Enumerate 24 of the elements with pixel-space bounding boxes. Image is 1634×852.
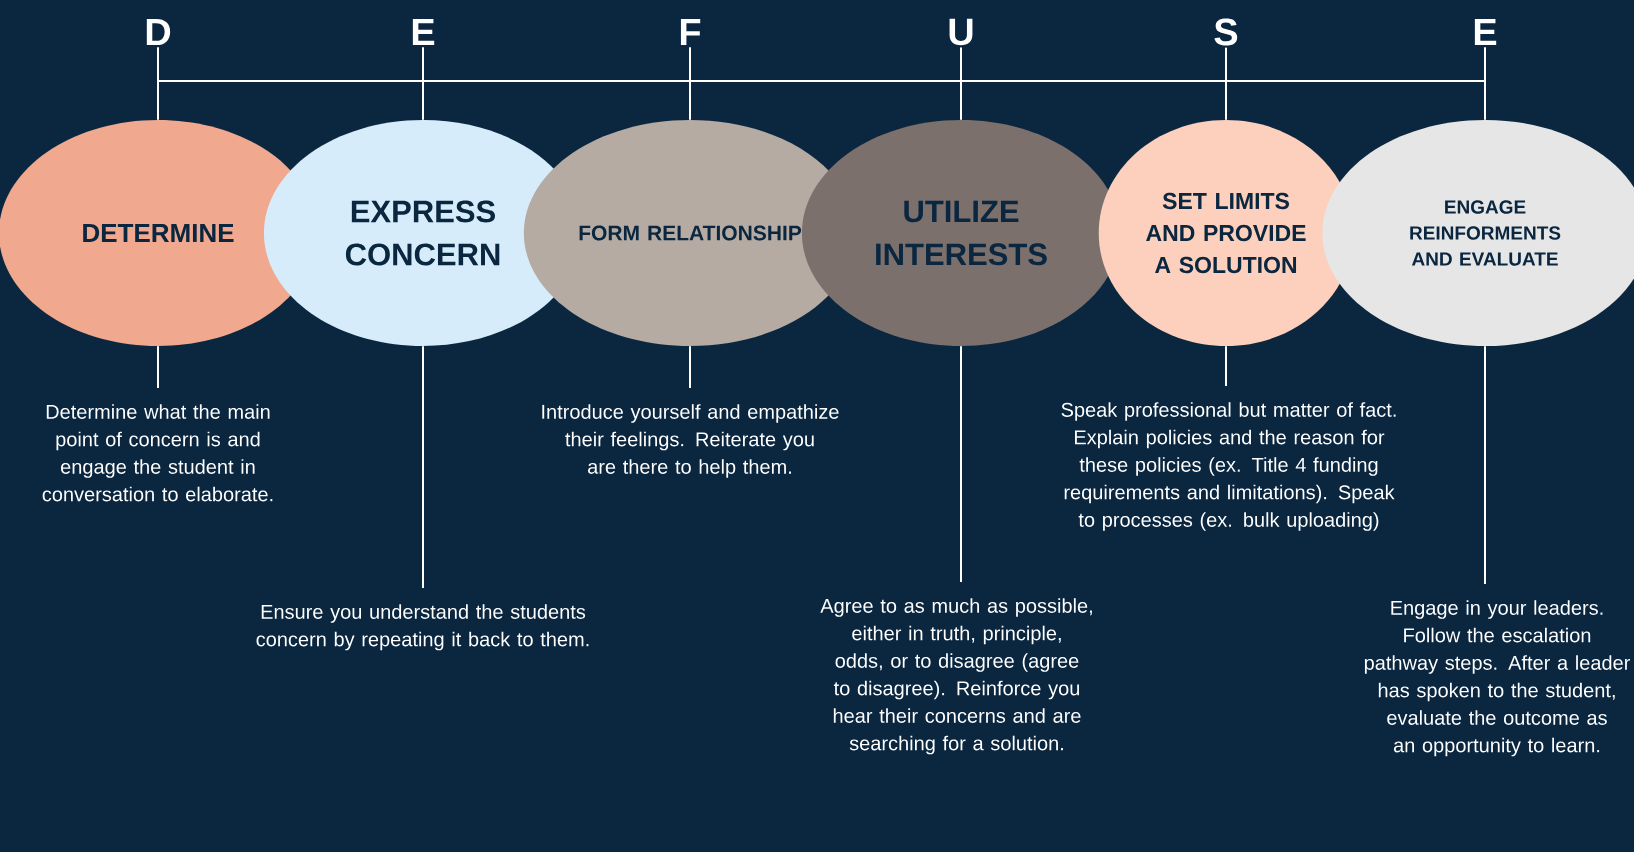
connector-line	[422, 345, 424, 589]
description-text: Speak professional but matter of fact. Explain policies and the reason for these policies (ex. Title 4 funding requirements and limitations). Speak to processes (ex. bulk uploading)	[1061, 402, 1396, 531]
description-text: Agree to as much as possible, either in truth, principle, odds, or to disagree (agree to disagree). Reinforce you hear their concerns and are searching for a solution.	[820, 598, 1092, 755]
connector-line	[1484, 345, 1486, 585]
description-text: Ensure you understand the students concern by repeating it back to them.	[256, 604, 589, 651]
connector-line	[1225, 345, 1227, 387]
connector-line	[157, 345, 159, 389]
letter: S	[1214, 18, 1238, 46]
connector-line	[1225, 46, 1227, 121]
letter: E	[1474, 18, 1497, 46]
description-text: Engage in your leaders. Follow the escalation pathway steps. After a leader has spoken to the student, evaluate the outcome as an opportunity to learn.	[1364, 600, 1631, 757]
connector-line	[960, 345, 962, 583]
description-text: Introduce yourself and empathize their feelings. Reiterate you are there to help them.	[542, 404, 839, 478]
letter: E	[412, 18, 435, 46]
connector-line	[1484, 46, 1486, 121]
connector-line	[422, 46, 424, 121]
letter: D	[146, 18, 171, 46]
description-text: Determine what the main point of concern is and engage the student in conversation to elaborate.	[42, 404, 273, 502]
connector-line	[157, 46, 159, 121]
connector-line	[689, 46, 691, 121]
letter: U	[949, 18, 973, 46]
connector-line	[689, 345, 691, 389]
letter: F	[680, 18, 701, 46]
connector-line	[960, 46, 962, 121]
